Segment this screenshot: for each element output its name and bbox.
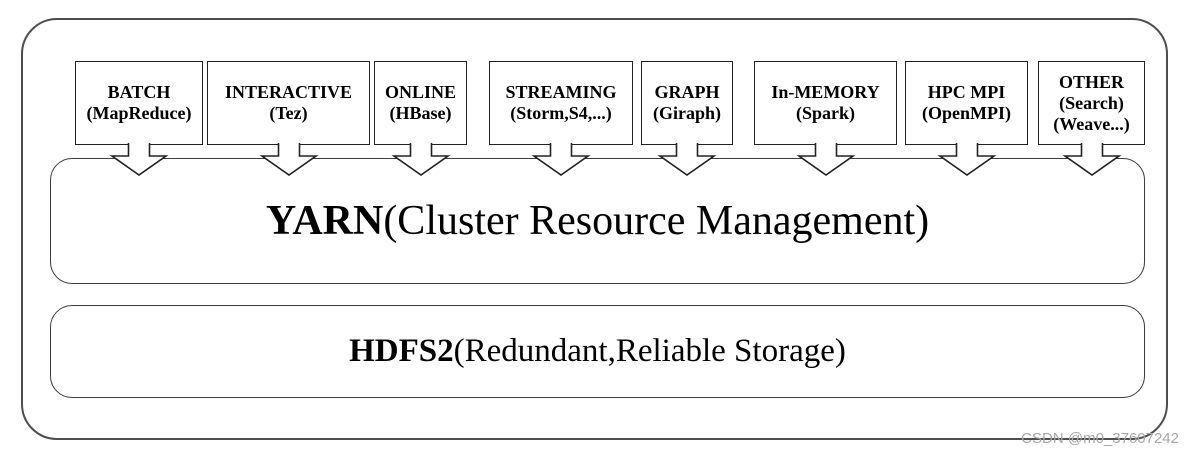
app-box-label: BATCH (107, 82, 171, 102)
app-box-label: (HBase) (389, 103, 452, 123)
down-arrow-icon (1061, 143, 1122, 176)
down-arrow-icon (258, 143, 319, 176)
yarn-layer-description: (Cluster Resource Management) (383, 198, 930, 244)
app-box-label: (MapReduce) (86, 103, 192, 123)
app-box-label: In-MEMORY (771, 82, 880, 102)
down-arrow-icon (795, 143, 856, 176)
app-box-graph: GRAPH(Giraph) (641, 61, 733, 145)
hdfs-layer-description: (Redundant,Reliable Storage) (453, 333, 846, 369)
app-box-label: OTHER (1058, 71, 1124, 92)
app-box-label: (Weave...) (1053, 113, 1130, 134)
hdfs-layer-box: HDFS2(Redundant,Reliable Storage) (50, 305, 1145, 398)
hdfs-layer-name: HDFS2 (349, 333, 454, 369)
watermark-text: CSDN @m0_37607242 (1021, 430, 1179, 447)
app-box-label: (Spark) (795, 103, 855, 123)
app-box-in-memory: In-MEMORY(Spark) (754, 61, 897, 145)
yarn-layer-name: YARN (265, 198, 384, 244)
yarn-layer-title: YARN(Cluster Resource Management) (266, 197, 929, 245)
app-box-label: (Giraph) (652, 103, 721, 123)
down-arrow-icon (531, 143, 591, 176)
down-arrow-icon (390, 143, 451, 176)
app-box-label: (OpenMPI) (922, 103, 1011, 123)
down-arrow-icon (109, 143, 169, 176)
app-box-label: GRAPH (654, 82, 720, 102)
app-box-other: OTHER(Search)(Weave...) (1038, 61, 1145, 145)
app-box-hpc-mpi: HPC MPI(OpenMPI) (905, 61, 1028, 145)
app-box-label: ONLINE (384, 82, 456, 102)
yarn-layer-box: YARN(Cluster Resource Management) (50, 158, 1145, 284)
app-box-label: INTERACTIVE (224, 82, 353, 102)
hdfs-layer-title: HDFS2(Redundant,Reliable Storage) (349, 333, 846, 370)
app-box-interactive: INTERACTIVE(Tez) (207, 61, 370, 145)
app-box-online: ONLINE(HBase) (374, 61, 467, 145)
app-box-batch: BATCH(MapReduce) (75, 61, 203, 145)
app-box-label: (Tez) (269, 103, 308, 123)
down-arrow-icon (936, 143, 997, 176)
app-box-label: (Search) (1059, 92, 1124, 113)
app-box-label: STREAMING (505, 82, 617, 102)
app-box-streaming: STREAMING(Storm,S4,...) (489, 61, 633, 145)
down-arrow-icon (657, 143, 717, 176)
app-box-label: HPC MPI (927, 82, 1006, 102)
app-box-label: (Storm,S4,...) (510, 103, 612, 123)
